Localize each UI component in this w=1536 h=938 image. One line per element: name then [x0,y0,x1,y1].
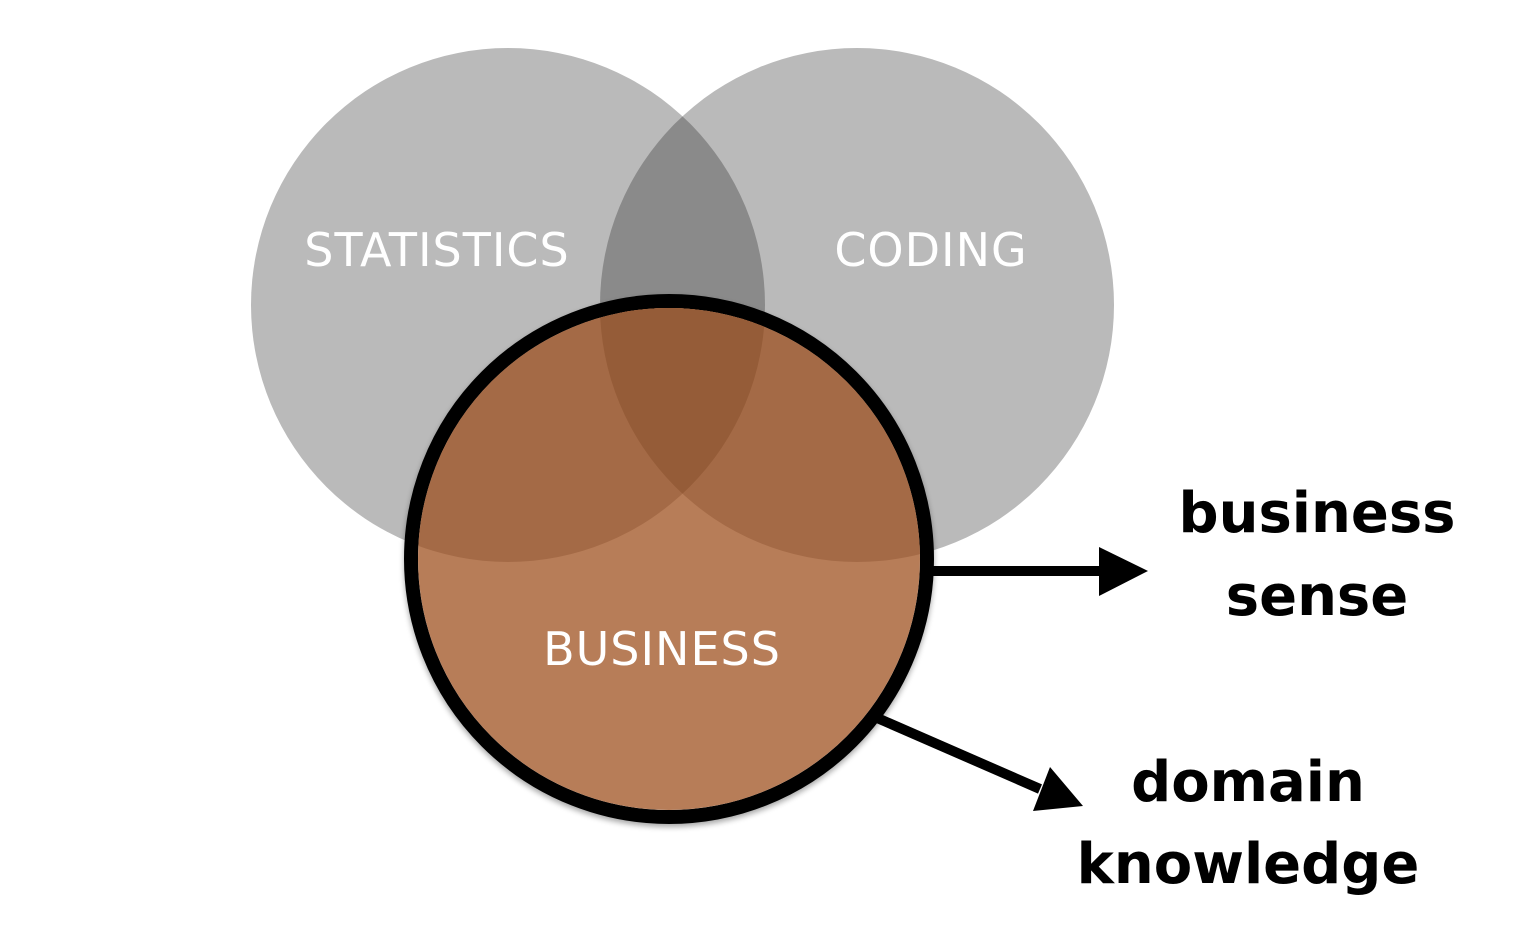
statistics-label: STATISTICS [304,223,569,277]
domain-knowledge-line2: knowledge [1077,832,1420,897]
business-label: BUSINESS [543,622,781,676]
arrow-icon [873,712,1083,811]
business-circle-ring [404,294,934,824]
arrow-icon [930,547,1148,596]
business-sense-line1: business [1179,481,1456,546]
domain-knowledge-line1: domain [1131,750,1365,815]
business-sense-line2: sense [1226,564,1409,629]
coding-label: CODING [834,223,1027,277]
triple-overlap [600,308,765,562]
